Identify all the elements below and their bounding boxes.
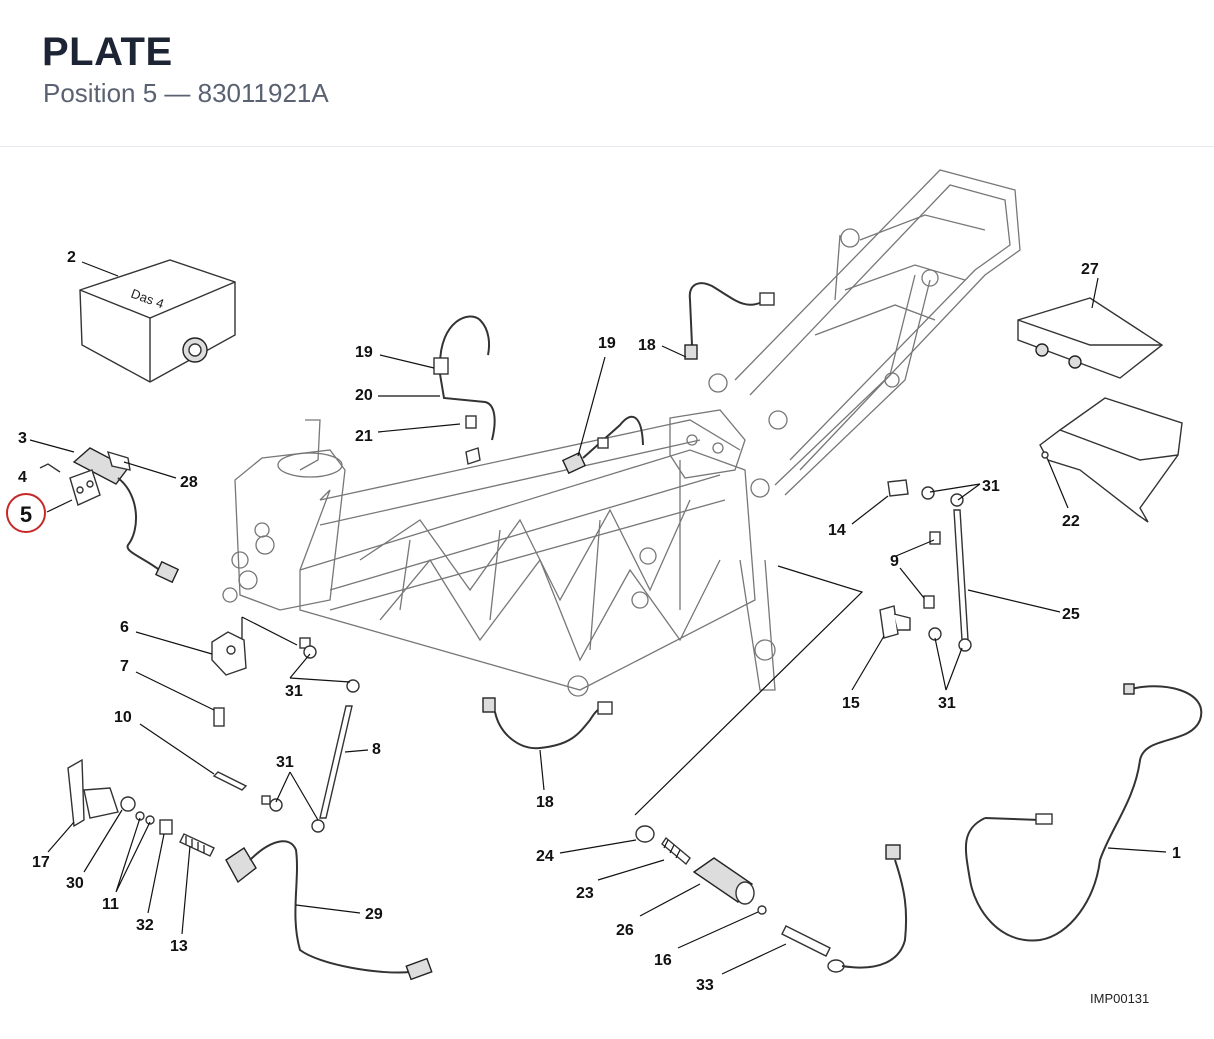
part-11-washers[interactable] [135,811,155,825]
callout-20[interactable]: 20 [355,387,373,404]
part-22-bracket[interactable] [1039,397,1183,523]
callout-17[interactable]: 17 [32,854,50,871]
callout-22[interactable]: 22 [1062,513,1080,530]
part-19-sensor[interactable] [561,415,644,475]
callout-18-top[interactable]: 18 [638,337,656,354]
callout-26[interactable]: 26 [616,922,634,939]
callout-28[interactable]: 28 [180,474,198,491]
part-30-spacer[interactable] [120,796,136,812]
leader-lines [29,261,1167,975]
page-subtitle: Position 5 — 83011921A [43,78,329,108]
callout-31-d[interactable]: 31 [938,695,956,712]
part-16-washer[interactable] [757,905,767,915]
highlight-position-5[interactable]: 5 [6,493,46,533]
frame-drawing [222,169,1021,697]
part-4-screw[interactable] [39,463,61,473]
callout-33[interactable]: 33 [696,977,714,994]
part-31-ball-joints-right[interactable] [921,486,942,641]
callout-7[interactable]: 7 [120,658,129,675]
callout-3[interactable]: 3 [18,430,27,447]
part-5-plate[interactable] [69,469,101,506]
part-6-bracket[interactable] [211,631,247,676]
callout-18-bottom[interactable]: 18 [536,794,554,811]
part-2-control-unit[interactable]: Das 4 [79,259,236,383]
exploded-parts-diagram: Das 4 [0,148,1214,1034]
callout-25[interactable]: 25 [1062,606,1080,623]
callout-4[interactable]: 4 [18,469,27,486]
callout-32[interactable]: 32 [136,917,154,934]
callout-labels: 2 27 22 19 20 21 19 18 3 4 28 6 7 10 8 3… [18,249,1181,994]
part-31-ball-joints-lower[interactable] [261,795,325,833]
part-8-rod[interactable] [299,637,360,819]
part-33-sensor-cable[interactable] [781,844,908,973]
callout-9[interactable]: 9 [890,553,899,570]
callout-14[interactable]: 14 [828,522,846,539]
part-9-screw[interactable] [923,531,941,609]
part-18-sensor-bottom[interactable] [482,697,613,750]
part-14-bracket[interactable] [887,479,909,497]
callout-10[interactable]: 10 [114,709,132,726]
callout-31-b[interactable]: 31 [276,754,294,771]
part-26-housing[interactable] [692,857,755,905]
callout-5: 5 [20,502,32,527]
callout-23[interactable]: 23 [576,885,594,902]
callout-15[interactable]: 15 [842,695,860,712]
callout-30[interactable]: 30 [66,875,84,892]
part-10-pin[interactable] [212,771,248,791]
callout-13[interactable]: 13 [170,938,188,955]
callout-21[interactable]: 21 [355,428,373,445]
callout-1[interactable]: 1 [1172,845,1181,862]
part-13-spring[interactable] [179,833,215,857]
callout-27[interactable]: 27 [1081,261,1099,278]
part-29-cable[interactable] [225,840,433,981]
callout-16[interactable]: 16 [654,952,672,969]
page-header: PLATE Position 5 — 83011921A [0,0,1214,147]
part-18-sensor-top[interactable] [684,282,775,360]
callout-31-c[interactable]: 31 [982,478,1000,495]
drawing-reference: IMP00131 [1090,991,1149,1006]
callout-19-center[interactable]: 19 [598,335,616,352]
callout-11[interactable]: 11 [102,896,119,913]
part-1-wiring-harness[interactable] [964,683,1203,942]
part-25-shock-rod[interactable] [950,493,972,652]
part-27-module[interactable] [1017,297,1164,379]
callout-24[interactable]: 24 [536,848,554,865]
group-boundary-rear [634,565,864,816]
part-23-spring[interactable] [661,836,691,866]
callout-2[interactable]: 2 [67,249,76,266]
page-title: PLATE [42,30,173,74]
part-7-screw[interactable] [213,707,225,727]
part-24-cap[interactable] [635,825,655,843]
part-15-bracket[interactable] [879,605,911,639]
callout-29[interactable]: 29 [365,906,383,923]
part-32-nut[interactable] [159,819,173,835]
callout-8[interactable]: 8 [372,741,381,758]
callout-31-a[interactable]: 31 [285,683,303,700]
part-20-hose-sensor[interactable] [433,315,496,465]
part-17-bracket[interactable] [67,758,119,828]
callout-6[interactable]: 6 [120,619,129,636]
part-3-sensor-cable[interactable] [72,447,180,584]
callout-19-left[interactable]: 19 [355,344,373,361]
